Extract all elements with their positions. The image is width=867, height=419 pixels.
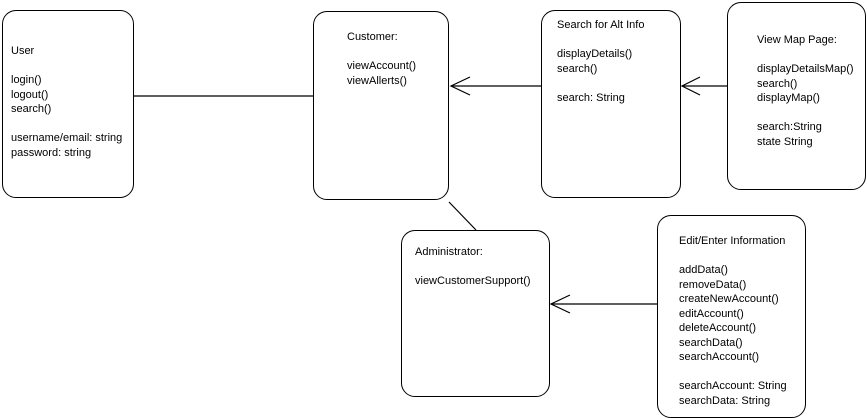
class-user-title: User (11, 45, 35, 57)
class-customer-title: Customer: (347, 31, 398, 43)
class-customer-method: viewAccount() (347, 60, 417, 72)
class-edit-enter-information-title: Edit/Enter Information (679, 235, 786, 247)
class-search-alt-info-title: Search for Alt Info (557, 19, 645, 31)
class-user[interactable]: User login() logout() search() username/… (2, 10, 134, 198)
class-administrator[interactable]: Administrator: viewCustomerSupport() (401, 230, 550, 397)
arrow-edit-to-admin-head (549, 294, 571, 314)
class-search-alt-info[interactable]: Search for Alt Info displayDetails() sea… (541, 10, 681, 198)
class-user-attribute: password: string (11, 146, 92, 159)
class-search-alt-info-method: search() (557, 62, 598, 75)
class-edit-enter-information-method: searchData() (679, 336, 743, 349)
class-user-method: logout() (11, 88, 49, 101)
class-view-map-page-attribute: state String (757, 135, 813, 148)
class-customer-method: viewAllerts() (347, 74, 407, 87)
class-edit-enter-information[interactable]: Edit/Enter Information addData() removeD… (657, 215, 806, 418)
arrow-map-to-search-head (680, 76, 701, 96)
class-search-alt-info-method: displayDetails() (557, 48, 633, 60)
association-customer-administrator (448, 201, 477, 231)
class-search-alt-info-attribute: search: String (557, 91, 625, 104)
class-edit-enter-information-attribute: searchAccount: String (679, 380, 787, 392)
class-customer[interactable]: Customer: viewAccount() viewAllerts() (313, 11, 449, 200)
class-edit-enter-information-method: searchAccount() (679, 351, 760, 363)
class-user-method: login() (11, 74, 42, 86)
class-view-map-page-method: search() (757, 77, 798, 90)
arrow-search-to-customer-head (449, 76, 471, 96)
class-user-method: search() (11, 103, 52, 115)
class-edit-enter-information-method: createNewAccount() (679, 293, 779, 305)
class-administrator-method: viewCustomerSupport() (415, 275, 531, 287)
class-view-map-page-method: displayDetailsMap() (757, 63, 854, 75)
class-administrator-title: Administrator: (415, 246, 483, 258)
class-edit-enter-information-method: editAccount() (679, 307, 744, 320)
class-user-attribute: username/email: string (11, 132, 123, 144)
class-edit-enter-information-attribute: searchData: String (679, 394, 771, 407)
class-view-map-page-method: displayMap() (757, 92, 820, 104)
class-view-map-page-attribute: search:String (757, 121, 822, 133)
class-edit-enter-information-method: addData() (679, 264, 728, 276)
class-view-map-page-title: View Map Page: (757, 34, 837, 46)
class-edit-enter-information-method: deleteAccount() (679, 322, 757, 334)
class-edit-enter-information-method: removeData() (679, 278, 747, 291)
class-view-map-page[interactable]: View Map Page: displayDetailsMap() searc… (727, 2, 866, 190)
